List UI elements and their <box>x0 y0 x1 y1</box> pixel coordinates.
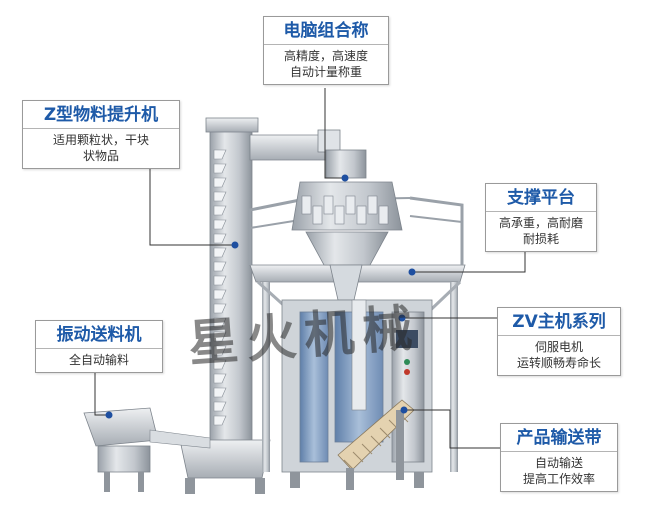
callout-zv-main-machine: ZV主机系列 伺服电机 运转顺畅寿命长 <box>497 307 621 376</box>
weigh-bucket <box>367 195 378 215</box>
callout-vibrating-feeder: 振动送料机 全自动输料 <box>35 320 163 373</box>
callout-product-conveyor: 产品输送带 自动输送 提高工作效率 <box>500 423 618 492</box>
elevator-bucket <box>213 149 227 160</box>
pointer-dot <box>231 241 239 249</box>
elevator-bucket <box>213 191 227 202</box>
callout-desc: 高精度，高速度 自动计量称重 <box>283 49 368 79</box>
weigh-buckets <box>301 195 389 225</box>
callout-title: 振动送料机 <box>36 321 162 349</box>
elevator-bucket <box>213 219 227 230</box>
callout-title: 电脑组合称 <box>264 17 388 45</box>
conveyor-slat <box>379 427 391 439</box>
callout-desc: 自动输送 提高工作效率 <box>522 456 595 486</box>
elevator-bucket <box>213 415 227 426</box>
callout-title: 支撑平台 <box>486 184 596 212</box>
elevator-bucket <box>213 317 227 328</box>
weigh-bucket <box>356 205 367 225</box>
pointer-dot <box>400 406 408 414</box>
callout-desc: 高承重，高耐磨 耐损耗 <box>498 216 583 246</box>
pointer-dot <box>341 174 349 182</box>
elevator-bucket <box>213 261 227 272</box>
callout-desc: 全自动输料 <box>68 353 129 367</box>
weigh-bucket <box>334 205 345 225</box>
elevator-bucket <box>213 289 227 300</box>
pointer-dots <box>105 174 416 419</box>
elevator-bucket <box>213 275 227 286</box>
elevator-bucket <box>213 247 227 258</box>
weigh-bucket <box>301 195 312 215</box>
callout-desc: 适用颗粒状，干块 状物品 <box>52 133 149 163</box>
pointer-dot <box>105 411 113 419</box>
combination-scale <box>291 149 403 301</box>
weigh-bucket <box>323 195 334 215</box>
weigh-bucket <box>312 205 323 225</box>
elevator-bucket <box>213 387 227 398</box>
pointer-dot <box>398 314 406 322</box>
weigh-bucket <box>345 195 356 215</box>
conveyor-slat <box>352 451 364 463</box>
elevator-bucket <box>213 205 227 216</box>
elevator-bucket <box>213 359 227 370</box>
conveyor-slat <box>370 435 382 447</box>
z-elevator <box>179 117 341 494</box>
elevator-bucket <box>213 373 227 384</box>
pointer-dot <box>408 268 416 276</box>
conveyor-slat <box>361 443 373 455</box>
callout-desc: 伺服电机 运转顺畅寿命长 <box>516 340 601 370</box>
weigh-bucket <box>378 205 389 225</box>
leader-lines <box>94 88 526 449</box>
callout-title: 产品输送带 <box>501 424 617 452</box>
zv-main-machine <box>281 299 433 488</box>
elevator-bucket <box>213 177 227 188</box>
vibrating-feeder <box>83 407 211 492</box>
callout-title: Z型物料提升机 <box>23 101 179 129</box>
callout-z-elevator: Z型物料提升机 适用颗粒状，干块 状物品 <box>22 100 180 169</box>
elevator-buckets <box>213 149 227 426</box>
callout-support-platform: 支撑平台 高承重，高耐磨 耐损耗 <box>485 183 597 252</box>
elevator-bucket <box>213 233 227 244</box>
elevator-bucket <box>213 345 227 356</box>
elevator-bucket <box>213 401 227 412</box>
callout-title: ZV主机系列 <box>498 308 620 336</box>
callout-computer-scale: 电脑组合称 高精度，高速度 自动计量称重 <box>263 16 389 85</box>
elevator-bucket <box>213 331 227 342</box>
elevator-bucket <box>213 163 227 174</box>
elevator-bucket <box>213 303 227 314</box>
